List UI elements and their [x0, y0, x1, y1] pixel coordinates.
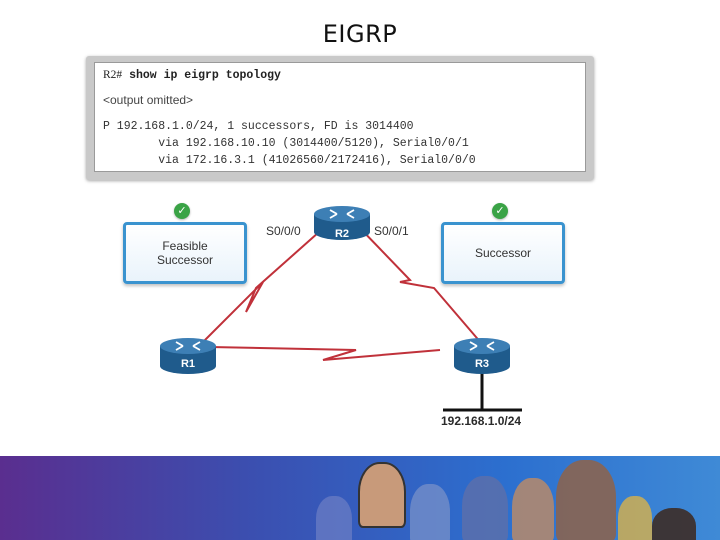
- cli-command: show ip eigrp topology: [129, 69, 281, 82]
- interface-label-s001: S0/0/1: [374, 224, 409, 238]
- slide-title: EIGRP: [322, 20, 398, 48]
- router-r3-icon: [454, 338, 510, 374]
- network-label: 192.168.1.0/24: [441, 414, 522, 428]
- footer-banner-image: [0, 456, 720, 540]
- banner-person-photo: [652, 508, 696, 540]
- successor-box: Successor: [441, 222, 565, 284]
- router-r3-label: R3: [474, 358, 490, 370]
- router-r2-icon: [314, 206, 370, 240]
- banner-person-photo: [556, 460, 616, 540]
- cli-command-line: R2# show ip eigrp topology: [103, 69, 281, 82]
- link-r2-r1: [200, 223, 329, 345]
- cli-output-panel: R2# show ip eigrp topology <output omitt…: [86, 56, 594, 180]
- interface-label-s000: S0/0/0: [266, 224, 301, 238]
- banner-person-photo: [358, 462, 406, 528]
- banner-person-silhouette: [462, 476, 508, 540]
- banner-person-photo: [512, 478, 554, 540]
- link-r2-r3: [355, 223, 483, 345]
- router-r2-label: R2: [334, 228, 350, 240]
- checkmark-icon: ✓: [492, 203, 508, 219]
- cli-output-line-1: P 192.168.1.0/24, 1 successors, FD is 30…: [103, 120, 414, 133]
- cli-omitted-note: <output omitted>: [103, 93, 194, 107]
- cli-output-box: R2# show ip eigrp topology <output omitt…: [94, 62, 586, 172]
- banner-person-silhouette: [410, 484, 450, 540]
- link-r1-r3: [209, 346, 441, 361]
- cli-prompt: R2#: [103, 69, 123, 81]
- cli-output-line-2: via 192.168.10.10 (3014400/5120), Serial…: [103, 137, 469, 150]
- checkmark-icon: ✓: [174, 203, 190, 219]
- router-r1-label: R1: [180, 358, 196, 370]
- banner-person-silhouette: [316, 496, 352, 540]
- cli-output-line-3: via 172.16.3.1 (41026560/2172416), Seria…: [103, 154, 476, 167]
- banner-person-silhouette: [618, 496, 652, 540]
- feasible-successor-box: Feasible Successor: [123, 222, 247, 284]
- router-r1-icon: [160, 338, 216, 374]
